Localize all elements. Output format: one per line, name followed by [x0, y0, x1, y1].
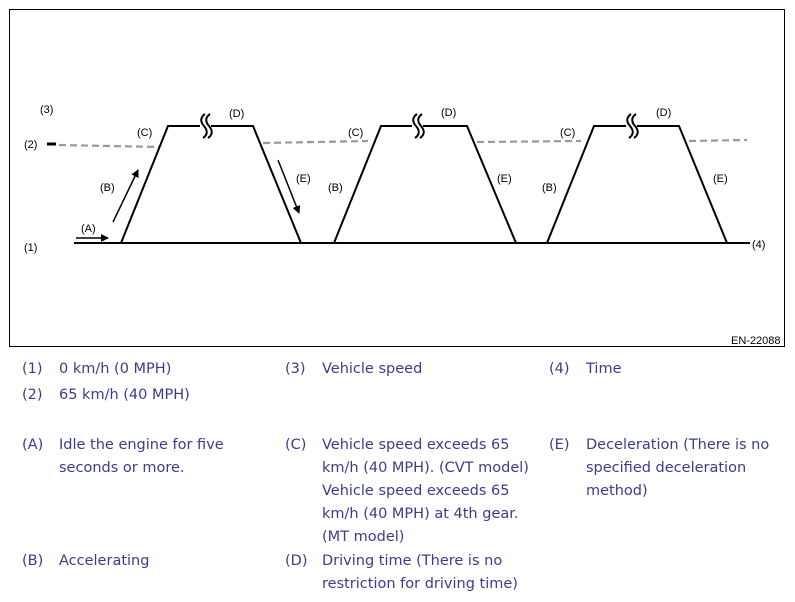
label-e-3: (E)	[713, 173, 728, 185]
label-c-1: (C)	[137, 127, 152, 139]
cycle-1	[120, 125, 200, 244]
legend-text: 65 km/h (40 MPH)	[59, 387, 190, 403]
speed-pattern-diagram: (3) (2) (1) (4) (A) (B) (C) (D) (E) (B) …	[9, 9, 785, 347]
legend-key: (3)	[285, 361, 306, 377]
legend-text: Accelerating	[59, 553, 150, 569]
figure-code: EN-22088	[731, 335, 781, 347]
label-e-1: (E)	[296, 173, 311, 185]
cycle-3-tail	[637, 125, 728, 244]
legend-text: Time	[586, 361, 622, 377]
legend-key: (1)	[22, 361, 43, 377]
speed-65-reference-line	[58, 138, 748, 149]
label-x4: (4)	[752, 239, 765, 251]
legend-key: (B)	[22, 553, 44, 569]
legend-key: (D)	[285, 553, 308, 569]
cycle-1-tail	[211, 125, 302, 244]
label-y3: (3)	[40, 104, 53, 116]
cycle-2	[333, 125, 412, 244]
legend-text: Vehicle speed exceeds 65 km/h (40 MPH). …	[322, 437, 529, 545]
legend-text: Deceleration (There is no specified dece…	[586, 437, 770, 499]
label-y1: (1)	[24, 242, 37, 254]
legend-key: (A)	[22, 437, 44, 453]
legend-text: Driving time (There is no restriction fo…	[322, 553, 518, 592]
label-c-2: (C)	[348, 127, 363, 139]
diagram-canvas: (3) (2) (1) (4) (A) (B) (C) (D) (E) (B) …	[24, 104, 781, 347]
label-b-3: (B)	[542, 182, 557, 194]
label-d-2: (D)	[441, 107, 456, 119]
decelerate-arrow	[277, 159, 301, 214]
label-a: (A)	[81, 223, 96, 235]
legend-key: (4)	[549, 361, 570, 377]
legend-key: (C)	[285, 437, 307, 453]
annotation-arrows	[76, 159, 301, 242]
label-d-1: (D)	[229, 108, 244, 120]
legend-text: Idle the engine for five seconds or more…	[59, 437, 224, 476]
legend-key: (2)	[22, 387, 43, 403]
legend-text: 0 km/h (0 MPH)	[59, 361, 172, 377]
label-c-3: (C)	[560, 127, 575, 139]
legend-key: (E)	[549, 437, 570, 453]
break-marks	[200, 113, 639, 139]
label-d-3: (D)	[656, 107, 671, 119]
speed-cycles	[120, 125, 728, 244]
label-b-2: (B)	[328, 182, 343, 194]
accelerate-arrow	[112, 169, 139, 223]
cycle-2-tail	[423, 125, 517, 244]
label-y2: (2)	[24, 139, 37, 151]
cycle-3	[546, 125, 626, 244]
label-b-1: (B)	[100, 182, 115, 194]
break-mark-1	[200, 113, 213, 139]
break-mark-2	[412, 113, 425, 139]
break-mark-3	[626, 113, 639, 139]
label-e-2: (E)	[497, 173, 512, 185]
legend-text: Vehicle speed	[322, 361, 423, 377]
